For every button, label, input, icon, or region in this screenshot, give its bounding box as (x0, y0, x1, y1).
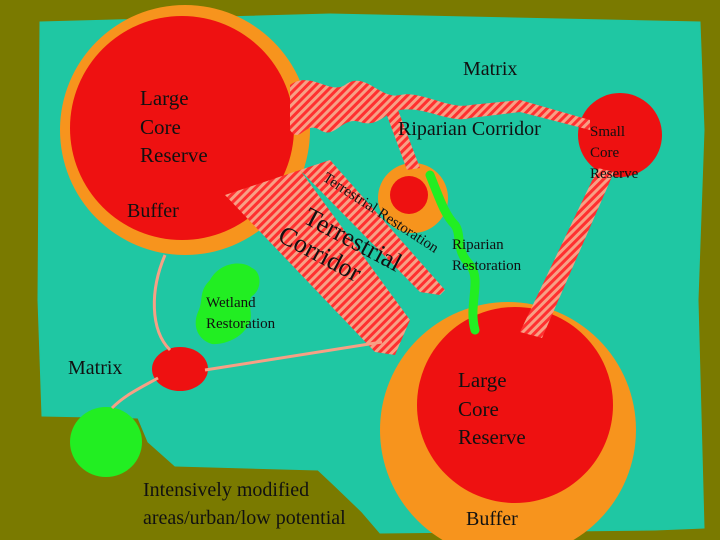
small-core-reserve-line2: Core (590, 145, 620, 161)
small-core-reserve-line3: Reserve (590, 166, 639, 182)
large-core-reserve-top-line3: Reserve (140, 143, 208, 167)
riparian-restoration-stream (425, 170, 480, 335)
riparian-corridor-band (290, 80, 590, 135)
matrix-left-label: Matrix (68, 357, 122, 379)
terrestrial-corridor (225, 170, 410, 355)
intensive-line1: Intensively modified (143, 479, 309, 501)
large-core-reserve-bottom-line3: Reserve (458, 425, 526, 449)
terrestrial-restoration-band (300, 160, 445, 295)
large-core-reserve-top-line1: Large (140, 86, 189, 110)
wetland-restoration-line1: Wetland (206, 295, 256, 311)
center-core-reserve (390, 176, 428, 214)
riparian-restoration-line2: Restoration (452, 258, 522, 274)
intensive-line2: areas/urban/low potential (143, 507, 346, 529)
riparian-link-band (385, 110, 420, 170)
buffer-bottom-label: Buffer (466, 508, 518, 530)
small-reserve-corridor (520, 168, 614, 338)
link-line-small (110, 376, 159, 410)
small-core-reserve (578, 93, 662, 177)
link-line-bottom (204, 340, 383, 372)
buffer-left-label: Buffer (127, 200, 179, 222)
matrix-small-reserve (152, 347, 208, 391)
large-core-reserve-top-line2: Core (140, 115, 181, 139)
riparian-corridor-label: Riparian Corridor (398, 118, 541, 140)
wetland-restoration-patch (195, 263, 260, 345)
bottom-large-core-reserve (417, 307, 613, 503)
wetland-restoration-line2: Restoration (206, 316, 276, 332)
large-core-reserve-bottom-line1: Large (458, 368, 507, 392)
small-core-reserve-line1: Small (590, 124, 625, 140)
link-line-left (152, 254, 172, 352)
large-core-reserve-bottom-line2: Core (458, 397, 499, 421)
green-patch (70, 407, 142, 477)
top-large-core-reserve (70, 16, 294, 240)
riparian-restoration-line1: Riparian (452, 237, 504, 253)
matrix-top-label: Matrix (463, 58, 517, 80)
